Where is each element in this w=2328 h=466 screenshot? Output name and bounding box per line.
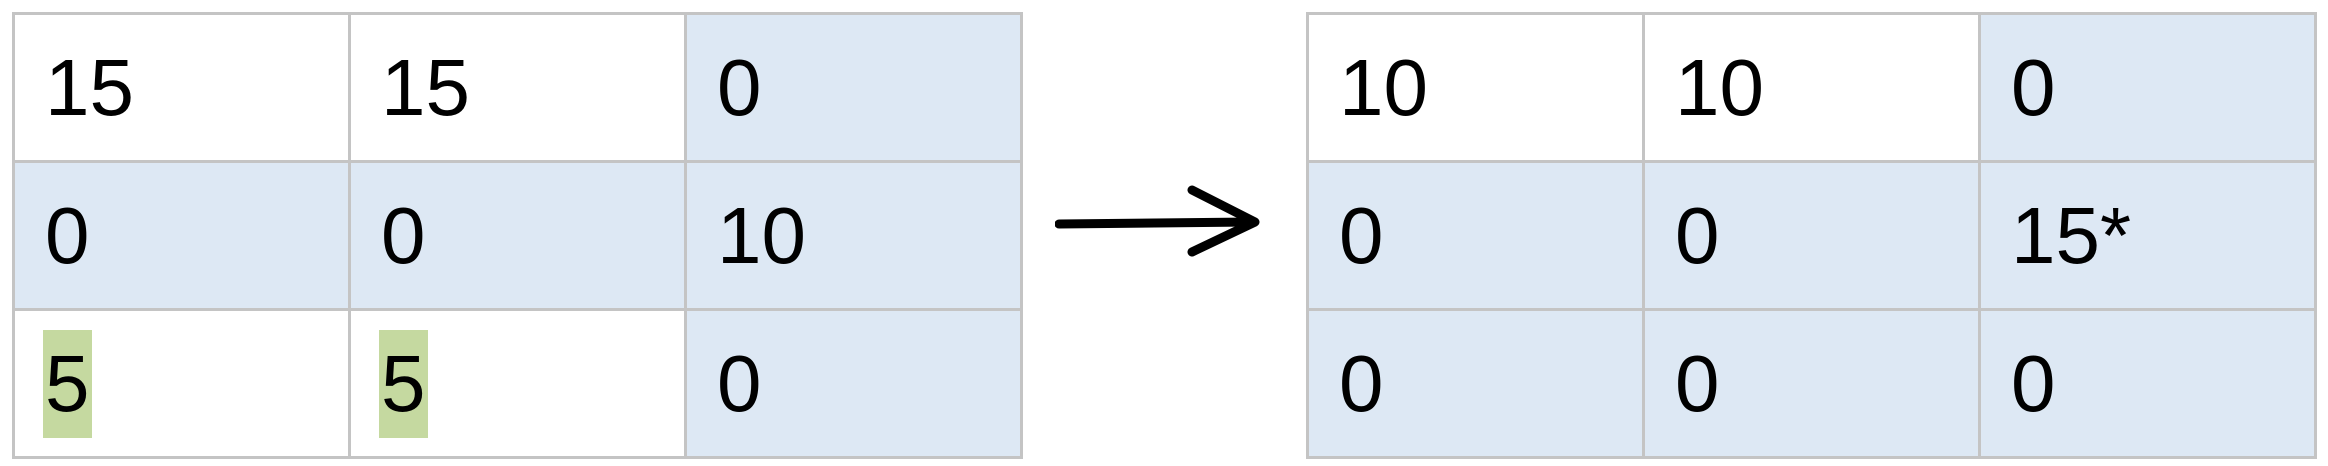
cell-value: 0	[1339, 190, 1384, 280]
left-cell-r2-c1: 5	[351, 311, 687, 459]
left-cell-r1-c0: 0	[15, 163, 351, 311]
right-cell-r0-c0: 10	[1309, 15, 1645, 163]
cell-value: 15*	[2011, 190, 2132, 280]
right-cell-r2-c1: 0	[1645, 311, 1981, 459]
right-cell-r1-c0: 0	[1309, 163, 1645, 311]
left-cell-r1-c1: 0	[351, 163, 687, 311]
cell-value: 0	[45, 190, 90, 280]
right-cell-r1-c2: 15*	[1981, 163, 2317, 311]
cell-value: 15	[45, 42, 134, 132]
right-cell-r0-c2: 0	[1981, 15, 2317, 163]
left-grid: 15 15 0 0 0 10 5 5 0	[12, 12, 1023, 459]
cell-value: 5	[379, 329, 428, 438]
left-cell-r2-c2: 0	[687, 311, 1023, 459]
cell-value: 10	[717, 190, 806, 280]
right-cell-r1-c1: 0	[1645, 163, 1981, 311]
cell-value: 5	[43, 329, 92, 438]
cell-value: 0	[1675, 190, 1720, 280]
cell-value: 0	[1675, 338, 1720, 428]
cell-value: 0	[381, 190, 426, 280]
left-cell-r0-c0: 15	[15, 15, 351, 163]
cell-value: 0	[2011, 42, 2056, 132]
right-cell-r2-c2: 0	[1981, 311, 2317, 459]
right-cell-r0-c1: 10	[1645, 15, 1981, 163]
cell-value: 10	[1675, 42, 1764, 132]
cell-value: 0	[1339, 338, 1384, 428]
right-grid: 10 10 0 0 0 15* 0 0 0	[1306, 12, 2317, 459]
cell-value: 0	[717, 338, 762, 428]
right-arrow-icon	[1055, 185, 1260, 257]
left-cell-r0-c2: 0	[687, 15, 1023, 163]
left-cell-r2-c0: 5	[15, 311, 351, 459]
right-cell-r2-c0: 0	[1309, 311, 1645, 459]
cell-value: 15	[381, 42, 470, 132]
left-cell-r0-c1: 15	[351, 15, 687, 163]
cell-value: 0	[2011, 338, 2056, 428]
left-cell-r1-c2: 10	[687, 163, 1023, 311]
cell-value: 10	[1339, 42, 1428, 132]
cell-value: 0	[717, 42, 762, 132]
